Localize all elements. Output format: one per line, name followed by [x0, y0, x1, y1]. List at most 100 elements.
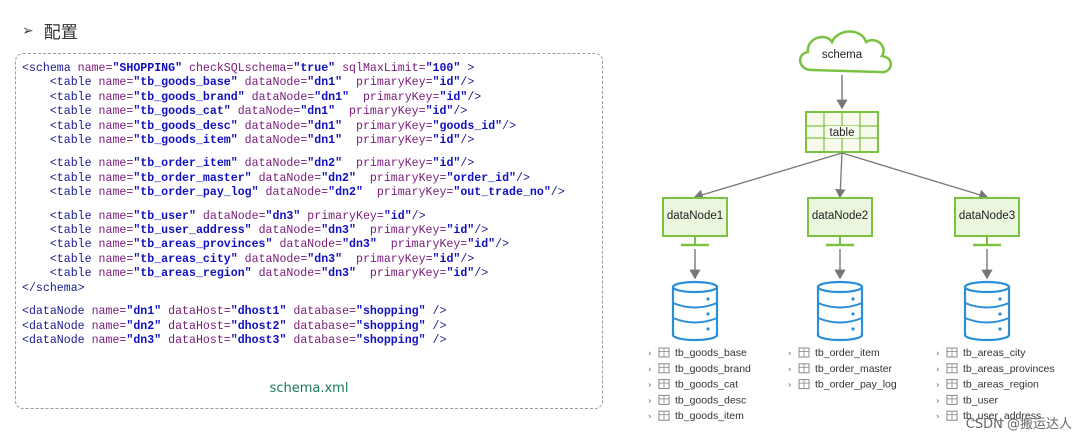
section-title: 配置: [43, 23, 78, 43]
code-attr: name=: [84, 305, 127, 319]
code-value: "order_id": [446, 171, 517, 185]
code-line: <table name="tb_goods_brand" dataNode="d…: [22, 91, 565, 105]
code-attr: dataNode=: [195, 209, 266, 223]
code-value: "dn2": [126, 319, 162, 333]
code-line: <table name="tb_goods_desc" dataNode="dn…: [22, 120, 565, 134]
datanode-monitor-icon: dataNode1: [662, 197, 728, 247]
code-line: <table name="tb_user_address" dataNode="…: [22, 224, 565, 238]
code-tag: </schema>: [22, 281, 85, 295]
code-value: "tb_goods_brand": [133, 90, 245, 104]
code-attr: name=: [70, 62, 113, 75]
code-tag: />: [425, 319, 447, 333]
code-value: "dhost1": [230, 305, 287, 319]
code-attr: dataNode=: [272, 238, 343, 252]
code-attr: name=: [91, 209, 134, 223]
code-attr: database=: [286, 305, 356, 319]
code-value: "tb_goods_cat": [133, 105, 231, 119]
arrow-connector: [835, 152, 846, 199]
code-line: </schema>: [22, 282, 565, 296]
code-tag: <table: [22, 252, 92, 266]
code-attr: dataNode=: [237, 76, 308, 90]
code-value: "100": [425, 62, 461, 75]
schema-label: schema: [822, 49, 863, 61]
code-value: "tb_order_master": [133, 171, 252, 185]
code-line: <table name="tb_areas_city" dataNode="dn…: [22, 253, 565, 267]
table-list-item: ›tb_goods_desc: [648, 394, 746, 406]
code-tag: />: [516, 171, 530, 185]
chevron-right-icon: ›: [788, 365, 792, 375]
code-value: "id": [467, 238, 496, 252]
code-attr: name=: [84, 319, 127, 333]
code-attr: name=: [91, 224, 134, 238]
code-attr: name=: [91, 171, 134, 185]
code-attr: primaryKey=: [342, 157, 433, 171]
table-icon: [658, 347, 670, 358]
code-tag: <table: [22, 157, 92, 171]
table-label: table: [830, 127, 855, 139]
chevron-right-icon: ›: [648, 396, 652, 406]
table-name: tb_goods_item: [675, 410, 744, 422]
code-tag: <dataNode: [22, 333, 85, 347]
chevron-right-icon: ›: [788, 349, 792, 359]
code-attr: primaryKey=: [300, 209, 384, 223]
code-line: <table name="tb_order_pay_log" dataNode=…: [22, 186, 565, 200]
chevron-right-icon: ›: [648, 365, 652, 375]
table-list-item: ›tb_order_master: [788, 363, 893, 375]
code-tag: />: [460, 157, 475, 171]
code-value: "tb_order_item": [133, 157, 238, 171]
table-name: tb_goods_cat: [675, 379, 738, 391]
code-attr: dataNode=: [251, 267, 322, 281]
code-attr: primaryKey=: [362, 186, 454, 200]
code-attr: primaryKey=: [355, 171, 447, 185]
table-name: tb_goods_brand: [675, 363, 751, 375]
code-tag: />: [411, 209, 426, 223]
table-icon: [946, 363, 958, 374]
code-value: "dn3": [307, 252, 343, 266]
code-value: "tb_goods_base": [133, 76, 238, 90]
code-line: <dataNode name="dn2" dataHost="dhost2" d…: [22, 320, 565, 334]
code-tag: />: [467, 90, 482, 104]
code-value: "tb_user_address": [133, 224, 252, 238]
code-attr: primaryKey=: [355, 224, 447, 238]
code-attr: name=: [91, 119, 134, 133]
code-value: "dn1": [314, 90, 350, 104]
code-line: <table name="tb_areas_provinces" dataNod…: [22, 238, 565, 252]
code-value: "dn1": [300, 105, 336, 119]
table-name: tb_areas_provinces: [963, 363, 1055, 375]
code-value: "dn1": [126, 305, 162, 319]
code-value: "dn1": [307, 119, 343, 133]
table-list-item: › tb_goods_brand: [648, 363, 751, 375]
code-line: <table name="tb_order_master" dataNode="…: [22, 172, 565, 186]
code-tag: >: [460, 62, 475, 75]
code-tag: />: [474, 224, 489, 238]
code-tag: />: [460, 76, 475, 90]
code-value: "id": [383, 209, 412, 223]
code-value: "shopping": [356, 333, 426, 347]
code-value: "out_trade_no": [453, 186, 551, 200]
code-value: "id": [439, 90, 468, 104]
code-value: "tb_areas_region": [133, 267, 252, 281]
table-icon: [946, 379, 958, 390]
code-line: <table name="tb_goods_cat" dataNode="dn1…: [22, 105, 565, 119]
code-attr: dataNode=: [237, 157, 308, 171]
code-value: "dhost3": [230, 333, 287, 347]
code-attr: name=: [91, 267, 134, 281]
code-value: "id": [432, 252, 461, 266]
datanode-label: dataNode3: [959, 210, 1015, 222]
code-attr: primaryKey=: [342, 134, 433, 148]
table-list-item: ›tb_areas_provinces: [936, 363, 1055, 375]
code-tag: />: [460, 252, 475, 266]
code-tag: <table: [22, 224, 92, 238]
chevron-right-icon: ›: [788, 381, 792, 391]
code-attr: dataHost=: [161, 333, 231, 347]
table-name: tb_goods_base: [675, 347, 747, 359]
code-tag: />: [474, 267, 489, 281]
code-blank-line: [22, 201, 565, 210]
code-value: "id": [432, 157, 461, 171]
code-attr: name=: [91, 76, 134, 90]
code-value: "dn3": [126, 333, 162, 347]
code-line: <table name="tb_goods_item" dataNode="dn…: [22, 134, 565, 148]
code-tag: />: [550, 186, 565, 200]
code-attr: primaryKey=: [376, 238, 468, 252]
table-icon: [798, 379, 810, 390]
